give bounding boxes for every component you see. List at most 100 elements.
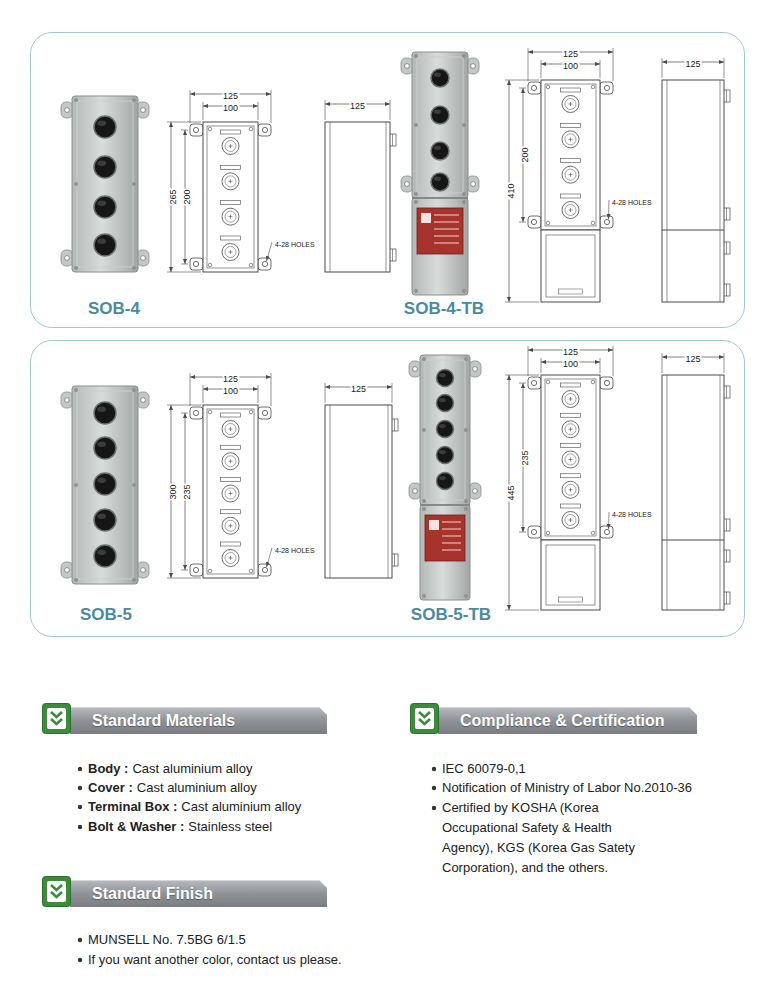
mounting-ear bbox=[409, 483, 421, 499]
center-mark bbox=[570, 397, 571, 401]
hinge-pin bbox=[726, 208, 727, 220]
hinge-pin bbox=[394, 554, 395, 566]
header-text-holder: Compliance & Certification bbox=[460, 707, 664, 734]
cover-bolt bbox=[464, 428, 468, 432]
hinge-pin bbox=[726, 550, 727, 562]
mounting-ear bbox=[528, 82, 541, 94]
button-outline bbox=[562, 391, 579, 408]
spec-key: Body : bbox=[88, 761, 128, 776]
button-outline bbox=[562, 451, 579, 468]
section-title: Compliance & Certification bbox=[460, 712, 664, 730]
enclosure-body bbox=[72, 96, 138, 272]
button-outline bbox=[222, 138, 239, 155]
cover-bolt bbox=[462, 54, 466, 58]
extension-line bbox=[505, 80, 539, 81]
mounting-ear bbox=[528, 377, 541, 389]
button-inner bbox=[225, 520, 236, 531]
mounting-ear bbox=[61, 250, 73, 266]
header-text-holder: Standard Materials bbox=[92, 707, 235, 734]
mounting-ear bbox=[469, 361, 481, 377]
legend-plate bbox=[221, 445, 241, 449]
name-plate bbox=[425, 515, 465, 561]
button-hole bbox=[437, 447, 454, 464]
mounting-ear bbox=[401, 176, 413, 192]
button-hole bbox=[431, 106, 449, 124]
model-name: SOB-4-TB bbox=[404, 299, 484, 318]
mounting-ear bbox=[190, 407, 203, 419]
cover-outline bbox=[207, 126, 254, 268]
front-view-drawing bbox=[505, 346, 613, 610]
header-icon-inner bbox=[415, 708, 434, 729]
dimension-value: 100 bbox=[562, 61, 579, 71]
front-view-drawing bbox=[505, 48, 613, 302]
dimension-holder: 100 bbox=[222, 97, 239, 115]
bullet bbox=[78, 825, 82, 829]
button-hole bbox=[437, 370, 454, 387]
button-outline bbox=[562, 421, 579, 438]
dimension-holder: 4-28 HOLES bbox=[612, 503, 652, 521]
dimension-holder: 300 bbox=[162, 483, 180, 500]
cover-bolt bbox=[591, 85, 595, 89]
button-hole bbox=[94, 437, 116, 459]
cover-bolt bbox=[132, 483, 136, 487]
button-outline bbox=[562, 512, 579, 529]
button-outline bbox=[562, 166, 579, 183]
extension-line bbox=[519, 88, 526, 89]
center-mark bbox=[230, 427, 231, 431]
header-bar-fill bbox=[70, 880, 327, 907]
extension-line bbox=[519, 222, 526, 223]
enclosure-outline bbox=[541, 80, 600, 230]
center-mark bbox=[570, 427, 571, 431]
header-icon bbox=[43, 704, 71, 734]
cover-bolt bbox=[464, 357, 468, 361]
mounting-hole bbox=[604, 85, 609, 90]
ear-hole bbox=[141, 256, 146, 261]
cover-bolt bbox=[249, 410, 253, 414]
plate-lines bbox=[442, 549, 461, 550]
center-mark bbox=[570, 458, 571, 462]
hinge-pin bbox=[726, 386, 727, 398]
cover-bolt bbox=[74, 98, 78, 102]
dimension-holder: 4-28 HOLES bbox=[612, 191, 652, 209]
mounting-ear bbox=[528, 526, 541, 538]
cover-bolt bbox=[208, 127, 212, 131]
cover-bolt bbox=[462, 192, 466, 196]
extension-line bbox=[258, 102, 259, 120]
dimension-holder: 410 bbox=[500, 182, 518, 199]
model-label-holder: SOB-4-TB bbox=[404, 299, 484, 319]
button-shine bbox=[439, 398, 446, 402]
cover-bolt bbox=[462, 123, 466, 127]
button-hole bbox=[437, 395, 454, 412]
extension-line bbox=[167, 578, 201, 579]
center-mark bbox=[570, 173, 571, 177]
mounting-hole bbox=[604, 529, 609, 534]
legend-plate bbox=[561, 88, 581, 92]
button-inner bbox=[565, 205, 576, 216]
dimension-holder: 125 bbox=[222, 85, 239, 103]
dimension-holder: 125 bbox=[562, 43, 579, 61]
dimension-value: 300 bbox=[168, 483, 178, 500]
dimension-holder: 4-28 HOLES bbox=[275, 539, 315, 557]
dimension-holder: 200 bbox=[514, 146, 532, 163]
name-plate bbox=[559, 597, 583, 602]
button-outline bbox=[222, 421, 239, 438]
list-row: Notification of Ministry of Labor No.201… bbox=[442, 778, 692, 798]
header-chevron bbox=[419, 712, 430, 717]
extension-line bbox=[190, 90, 191, 123]
header-icon-inner bbox=[47, 881, 66, 902]
section-header: Standard Materials bbox=[42, 703, 327, 735]
mounting-hole bbox=[193, 261, 198, 266]
button-inner bbox=[565, 169, 576, 180]
enclosure-photo bbox=[409, 355, 481, 600]
cover-bolt bbox=[546, 221, 550, 225]
spec-text: Cast aluminium alloy bbox=[132, 761, 252, 776]
button-inner bbox=[225, 553, 236, 564]
list-row: Cover :Cast aluminium alloy bbox=[88, 778, 257, 798]
flange-line bbox=[330, 405, 331, 578]
hole-note: 4-28 HOLES bbox=[275, 241, 315, 249]
section-header: Compliance & Certification bbox=[410, 703, 697, 735]
legend-plate bbox=[221, 413, 241, 417]
extension-line bbox=[271, 373, 272, 406]
cover-outline bbox=[545, 84, 596, 226]
